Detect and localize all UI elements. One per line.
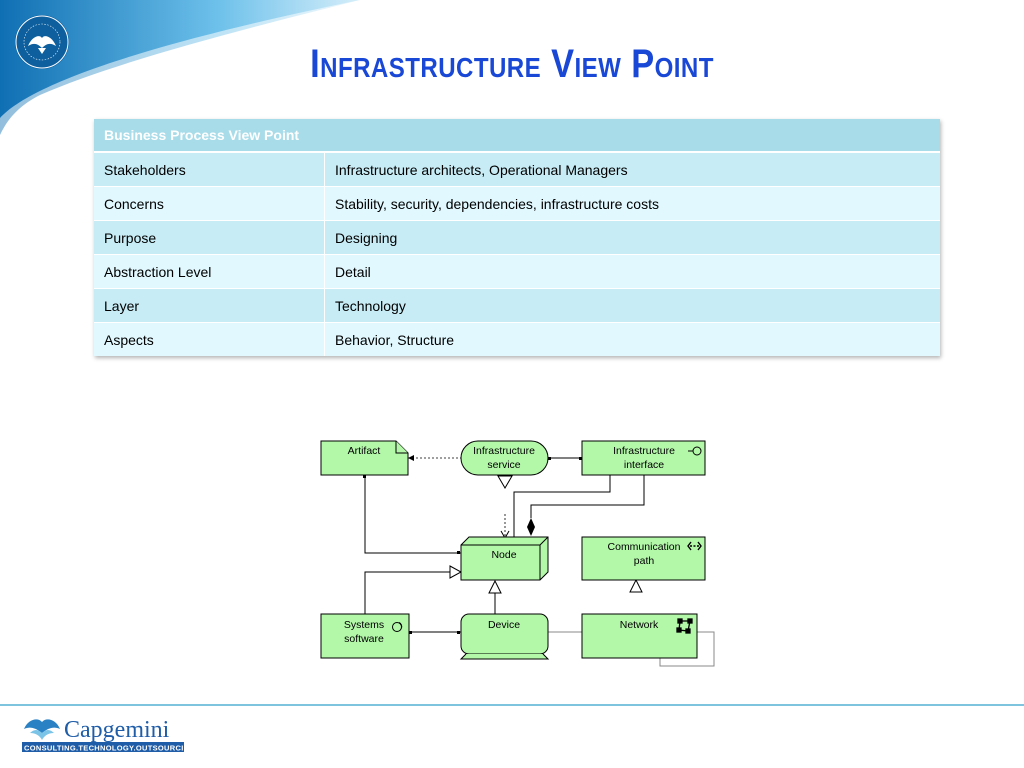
connector-dot xyxy=(457,631,460,634)
infrastructure-service-box: Infrastructure service xyxy=(460,440,549,476)
infrastructure-interface-box: Infrastructure interface xyxy=(581,440,706,476)
table-row: Stakeholders Infrastructure architects, … xyxy=(94,151,940,187)
specialization-triangle-icon xyxy=(449,565,463,579)
row-label: Stakeholders xyxy=(94,151,325,187)
row-value: Technology xyxy=(324,288,940,323)
arrowhead-icon xyxy=(408,455,414,461)
row-label: Aspects xyxy=(94,322,325,356)
table-row: Abstraction Level Detail xyxy=(94,254,940,289)
row-value: Behavior, Structure xyxy=(324,322,940,356)
row-label: Layer xyxy=(94,288,325,323)
row-value: Detail xyxy=(324,254,940,289)
capgemini-spade-icon xyxy=(24,719,60,740)
page-title: Infrastructure View Point xyxy=(310,42,714,86)
service-label-line-1: Infrastructure xyxy=(473,445,535,457)
row-value: Designing xyxy=(324,220,940,255)
systems-node-line xyxy=(364,571,450,614)
interface-label-line-1: Infrastructure xyxy=(613,445,675,457)
artifact-node-line xyxy=(364,475,461,554)
table-row: Aspects Behavior, Structure xyxy=(94,322,940,356)
collaborative-seal-icon xyxy=(15,15,69,69)
node-box: Node xyxy=(460,536,549,581)
communication-label-line-2: path xyxy=(634,555,655,567)
infrastructure-diagram: Artifact Infrastructure service Infrastr… xyxy=(320,440,715,667)
interface-node-composition-line xyxy=(530,475,645,518)
capgemini-logo: Capgemini CONSULTING.TECHNOLOGY.OUTSOURC… xyxy=(22,717,192,753)
systems-label-line-2: software xyxy=(344,633,384,645)
logo-wordmark: Capgemini xyxy=(64,717,170,743)
communication-label-line-1: Communication xyxy=(608,541,681,553)
service-label-line-2: service xyxy=(487,459,520,471)
specialization-triangle-icon xyxy=(629,578,643,593)
artifact-box: Artifact xyxy=(320,440,409,476)
table-row: Layer Technology xyxy=(94,288,940,323)
node-label: Node xyxy=(491,549,516,561)
network-icon xyxy=(676,618,693,634)
connector-dot xyxy=(409,631,412,634)
artifact-label: Artifact xyxy=(348,445,381,457)
network-box: Network xyxy=(581,613,698,659)
specialization-triangle-icon xyxy=(488,579,502,594)
connector-dot xyxy=(548,457,551,460)
interface-node-line xyxy=(513,475,611,537)
connector-dot xyxy=(579,457,582,460)
device-box: Device xyxy=(459,613,550,660)
footer-divider xyxy=(0,704,1024,706)
composition-diamond-icon xyxy=(527,518,535,536)
systems-software-box: Systems software xyxy=(320,613,410,659)
row-label: Purpose xyxy=(94,220,325,255)
connector-dot xyxy=(363,475,366,478)
interface-label-line-2: interface xyxy=(624,459,664,471)
specialization-triangle-icon xyxy=(497,475,513,489)
communication-path-box: Communication path xyxy=(581,536,706,581)
table-row: Concerns Stability, security, dependenci… xyxy=(94,186,940,221)
row-value: Infrastructure architects, Operational M… xyxy=(324,151,940,187)
table-header: Business Process View Point xyxy=(94,119,940,153)
viewpoint-table: Business Process View Point Stakeholders… xyxy=(94,119,940,356)
row-label: Abstraction Level xyxy=(94,254,325,289)
table-row: Purpose Designing xyxy=(94,220,940,255)
row-value: Stability, security, dependencies, infra… xyxy=(324,186,940,221)
connector-dot xyxy=(457,551,460,554)
header-swoosh xyxy=(0,0,372,145)
device-label: Device xyxy=(488,619,520,631)
systems-label-line-1: Systems xyxy=(344,619,384,631)
interface-icon xyxy=(688,446,702,456)
bidirectional-arrow-icon xyxy=(687,541,702,551)
network-loop-line xyxy=(659,631,715,667)
row-label: Concerns xyxy=(94,186,325,221)
system-software-icon xyxy=(392,622,403,632)
logo-tagline: CONSULTING.TECHNOLOGY.OUTSOURCING xyxy=(24,744,192,753)
network-label: Network xyxy=(620,619,659,631)
